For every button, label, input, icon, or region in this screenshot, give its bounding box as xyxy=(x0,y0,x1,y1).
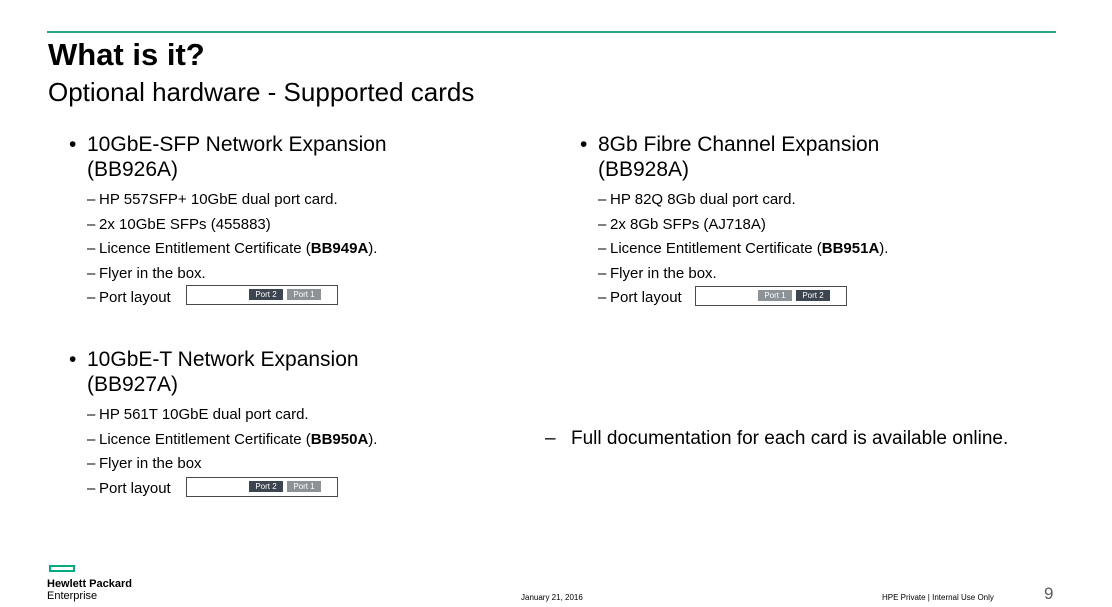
port-label: Port 2 xyxy=(796,290,830,301)
dash-icon: – xyxy=(87,264,96,282)
port-layout-label: Port layout xyxy=(99,289,171,307)
license-sku: BB950A xyxy=(310,430,369,448)
card-8gb-fibre-channel: • 8Gb Fibre Channel Expansion (BB928A) –… xyxy=(580,132,888,311)
dash-icon: – xyxy=(87,191,96,208)
list-item: –HP 82Q 8Gb dual port card. xyxy=(598,188,888,213)
card-10gbe-t: • 10GbE-T Network Expansion (BB927A) –HP… xyxy=(69,347,377,501)
dash-icon: – xyxy=(87,430,96,448)
dash-icon: – xyxy=(598,240,607,258)
list-item: –2x 8Gb SFPs (AJ718A) xyxy=(598,213,888,238)
port-layout-label: Port layout xyxy=(99,479,171,497)
port-label: Port 1 xyxy=(758,290,792,301)
logo-line1: Hewlett Packard xyxy=(47,578,132,590)
port-layout-label: Port layout xyxy=(610,289,682,307)
footer-classification: HPE Private | Internal Use Only xyxy=(882,593,994,602)
card-heading: • 8Gb Fibre Channel Expansion (BB928A) xyxy=(580,132,888,182)
card-sku: (BB927A) xyxy=(87,373,179,396)
dash-icon: – xyxy=(598,215,607,233)
documentation-note: –Full documentation for each card is ava… xyxy=(545,427,1008,451)
card-heading: • 10GbE-SFP Network Expansion (BB926A) xyxy=(69,132,387,182)
logo-line2: Enterprise xyxy=(47,590,98,602)
dash-icon: – xyxy=(598,264,607,282)
port-layout-diagram: Port 1 Port 2 xyxy=(695,286,847,306)
bullet-icon: • xyxy=(69,348,77,371)
list-item: –Licence Entitlement Certificate (BB951A… xyxy=(598,237,888,262)
dash-icon: – xyxy=(87,240,96,258)
hpe-logo-icon xyxy=(49,565,75,572)
page-number: 9 xyxy=(1044,584,1054,603)
port-label: Port 1 xyxy=(287,481,321,492)
dash-icon: – xyxy=(598,289,607,307)
card-10gbe-sfp: • 10GbE-SFP Network Expansion (BB926A) –… xyxy=(69,132,387,311)
dash-icon: – xyxy=(598,191,607,208)
card-sku: (BB926A) xyxy=(87,158,179,181)
title-rule xyxy=(47,31,1056,33)
bullet-icon: • xyxy=(580,133,588,156)
list-item: –2x 10GbE SFPs (455883) xyxy=(87,213,387,238)
list-item: –HP 561T 10GbE dual port card. xyxy=(87,403,377,428)
slide-subtitle: Optional hardware - Supported cards xyxy=(48,77,475,107)
port-layout-row: –Port layout xyxy=(87,286,387,311)
card-sku: (BB928A) xyxy=(598,158,690,181)
list-item: –Flyer in the box. xyxy=(598,262,888,287)
port-label: Port 1 xyxy=(287,289,321,300)
card-name: 10GbE-SFP Network Expansion xyxy=(87,133,387,156)
list-item: –Flyer in the box. xyxy=(87,262,387,287)
card-heading: • 10GbE-T Network Expansion (BB927A) xyxy=(69,347,377,397)
list-item: –HP 557SFP+ 10GbE dual port card. xyxy=(87,188,387,213)
license-sku: BB951A xyxy=(821,240,880,258)
dash-icon: – xyxy=(545,428,556,449)
list-item: –Licence Entitlement Certificate (BB949A… xyxy=(87,237,387,262)
list-item: –Licence Entitlement Certificate (BB950A… xyxy=(87,428,377,453)
license-sku: BB949A xyxy=(310,240,369,258)
port-layout-row: –Port layout xyxy=(598,286,888,311)
port-label: Port 2 xyxy=(249,289,283,300)
footer-date: January 21, 2016 xyxy=(521,593,583,602)
list-item: –Flyer in the box xyxy=(87,452,377,477)
card-name: 8Gb Fibre Channel Expansion xyxy=(598,133,880,156)
port-label: Port 2 xyxy=(249,481,283,492)
port-layout-diagram: Port 2 Port 1 xyxy=(186,477,338,497)
card-name: 10GbE-T Network Expansion xyxy=(87,348,359,371)
slide-title: What is it? xyxy=(48,37,205,72)
note-text: Full documentation for each card is avai… xyxy=(571,428,1009,449)
dash-icon: – xyxy=(87,479,96,497)
dash-icon: – xyxy=(87,215,96,233)
hpe-logo: Hewlett Packard Enterprise xyxy=(47,578,132,602)
bullet-icon: • xyxy=(69,133,77,156)
dash-icon: – xyxy=(87,455,96,473)
port-layout-row: –Port layout xyxy=(87,477,377,502)
port-layout-diagram: Port 2 Port 1 xyxy=(186,285,338,305)
dash-icon: – xyxy=(87,406,96,423)
dash-icon: – xyxy=(87,289,96,307)
